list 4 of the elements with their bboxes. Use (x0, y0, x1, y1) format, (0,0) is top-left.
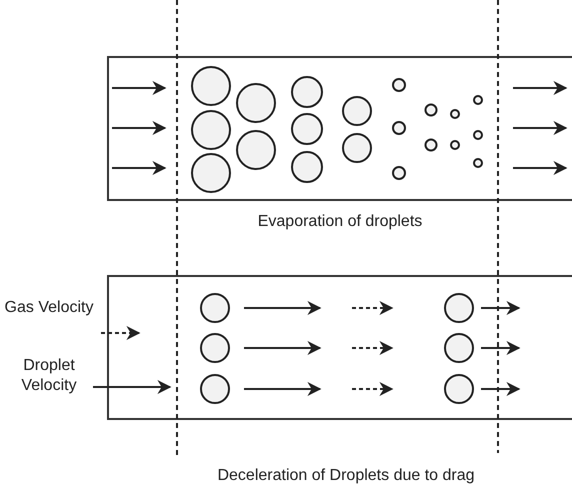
legend-label: Droplet Velocity (20, 356, 78, 396)
caption: Deceleration of Droplets due to drag (217, 466, 475, 486)
legend-label: Gas Velocity (4, 298, 94, 318)
caption: Evaporation of droplets (258, 212, 422, 232)
